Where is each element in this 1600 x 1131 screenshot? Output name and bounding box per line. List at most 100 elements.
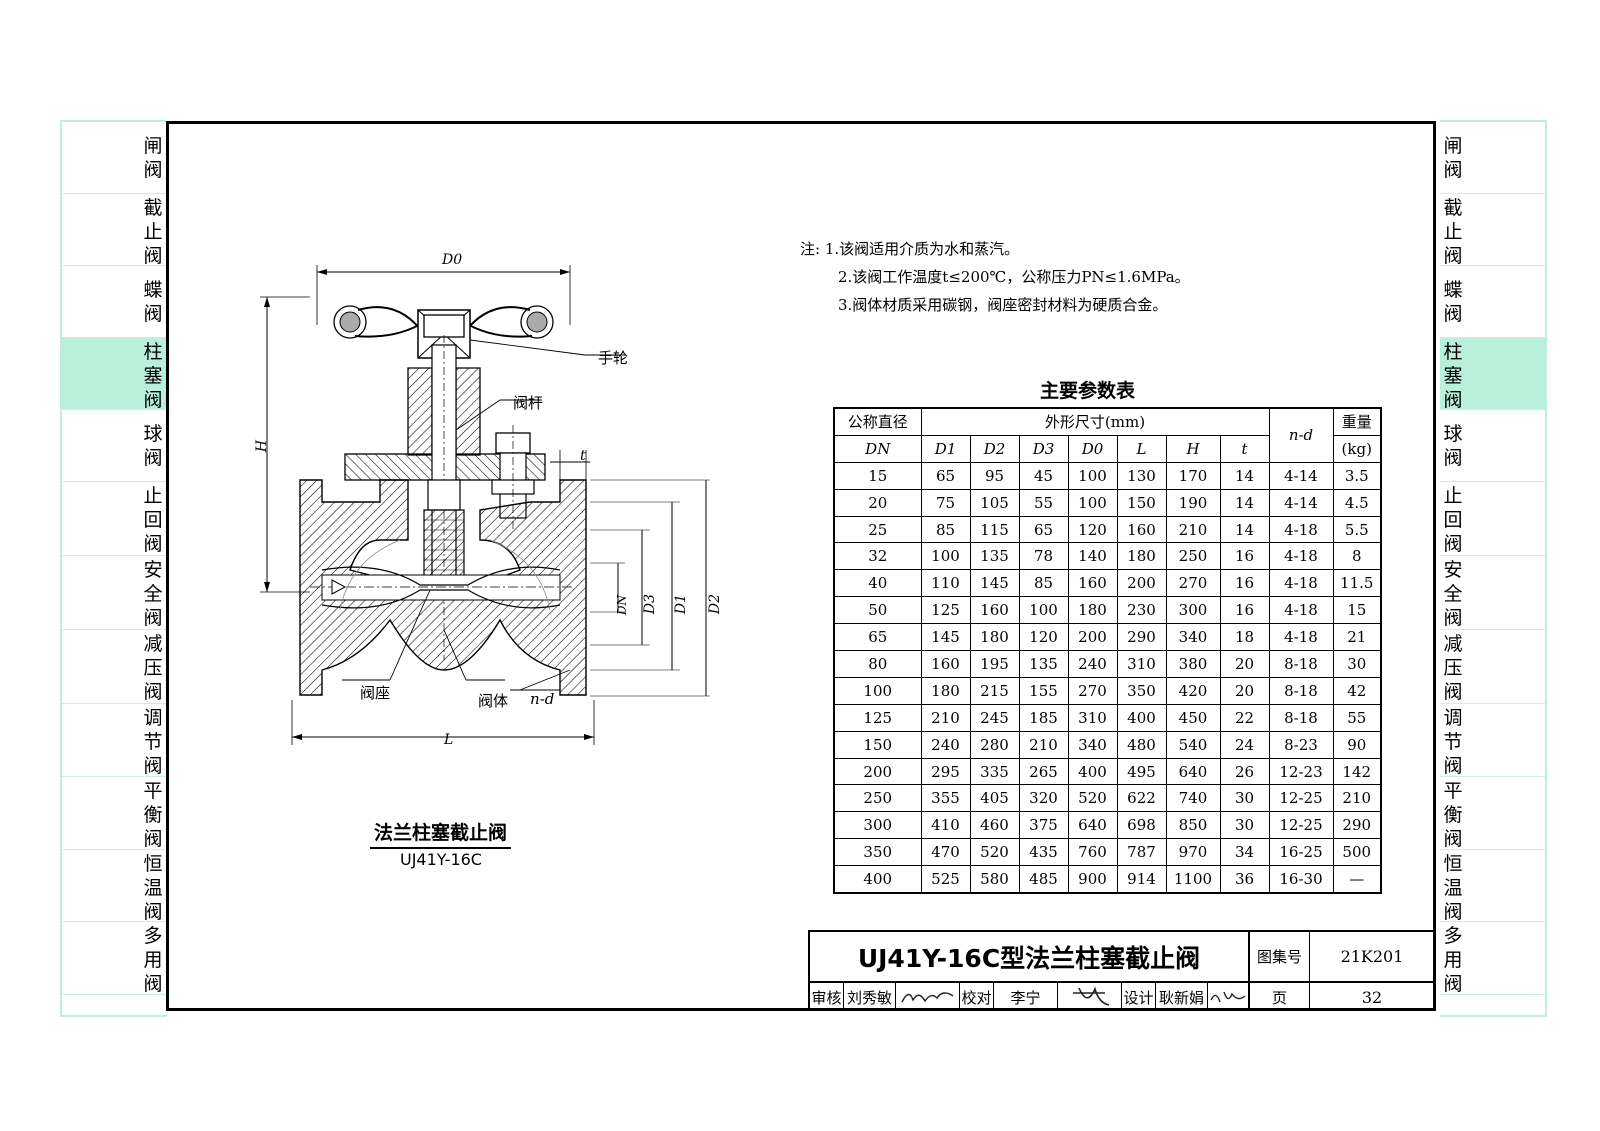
table-cell: 245: [969, 703, 1020, 732]
table-cell: 40: [833, 569, 922, 598]
table-cell: 130: [1116, 461, 1167, 490]
side-tab[interactable]: 减 压 阀: [62, 630, 167, 704]
table-cell: 14: [1219, 488, 1270, 517]
table-cell: 280: [969, 730, 1020, 759]
table-cell: 16: [1219, 542, 1270, 571]
table-cell: 11.5: [1332, 569, 1382, 598]
table-cell: 50: [833, 596, 922, 625]
table-cell: 12-23: [1268, 757, 1334, 786]
side-tab-label: 减 压 阀: [1443, 633, 1463, 703]
side-tab-label: 调 节 阀: [1443, 707, 1463, 777]
side-tab[interactable]: 多 用 阀: [62, 922, 167, 995]
t-label: t: [580, 448, 586, 464]
table-cell: 4-18: [1268, 569, 1334, 598]
review-label: 审核: [810, 983, 844, 1011]
table-cell: 1100: [1165, 865, 1221, 894]
side-tab[interactable]: 蝶 阀: [62, 266, 167, 338]
table-cell: 78: [1018, 542, 1069, 571]
diameter-dimensions: [590, 479, 710, 697]
reviewer-signature: [896, 983, 960, 1011]
table-cell: 400: [1067, 757, 1118, 786]
table-cell: 580: [969, 865, 1020, 894]
handwheel-label: 手轮: [598, 349, 629, 367]
side-tab[interactable]: 恒 温 阀: [1440, 850, 1545, 923]
table-cell: 240: [1067, 650, 1118, 678]
table-cell: 4.5: [1332, 488, 1382, 517]
table-cell: 36: [1219, 865, 1270, 894]
side-tab[interactable]: 截 止 阀: [62, 194, 167, 267]
th-dn: DN: [833, 434, 922, 463]
side-tab[interactable]: 安 全 阀: [1440, 556, 1545, 630]
side-tab[interactable]: 蝶 阀: [1440, 266, 1545, 338]
side-tab[interactable]: 多 用 阀: [1440, 922, 1545, 995]
table-cell: 485: [1018, 865, 1069, 894]
h-dimension: [260, 296, 310, 593]
side-tab[interactable]: 闸 阀: [1440, 122, 1545, 194]
table-cell: 110: [920, 569, 971, 598]
table-cell: 640: [1067, 811, 1118, 840]
left-tab-strip: 闸 阀截 止 阀蝶 阀柱 塞 阀球 阀止 回 阀安 全 阀减 压 阀调 节 阀平…: [60, 120, 167, 1017]
table-cell: 480: [1116, 730, 1167, 759]
table-cell: 30: [1332, 650, 1382, 678]
th-weight: 重量: [1332, 407, 1382, 436]
checker-name: 李宁: [994, 983, 1058, 1011]
side-tab-label: 闸 阀: [1443, 135, 1463, 181]
table-cell: 210: [920, 703, 971, 732]
atlas-label: 图集号: [1250, 932, 1310, 983]
table-cell: 160: [1067, 569, 1118, 598]
table-cell: 180: [1116, 542, 1167, 571]
table-cell: 160: [969, 596, 1020, 625]
side-tab[interactable]: 柱 塞 阀: [62, 338, 167, 411]
side-tab[interactable]: 调 节 阀: [1440, 704, 1545, 777]
h-label: H: [254, 439, 271, 453]
side-tab[interactable]: 调 节 阀: [62, 704, 167, 777]
table-cell: 120: [1067, 515, 1118, 544]
table-cell: 4-18: [1268, 542, 1334, 571]
table-cell: 195: [969, 650, 1020, 678]
table-cell: 400: [1116, 703, 1167, 732]
side-tab[interactable]: 安 全 阀: [62, 556, 167, 630]
stem-label: 阀杆: [513, 394, 544, 412]
table-cell: 460: [969, 811, 1020, 840]
th-weight-unit: (kg): [1332, 434, 1382, 463]
side-tab[interactable]: 截 止 阀: [1440, 194, 1545, 267]
table-cell: 150: [833, 730, 922, 759]
side-tab[interactable]: 恒 温 阀: [62, 850, 167, 923]
table-cell: 215: [969, 676, 1020, 705]
table-cell: 155: [1018, 676, 1069, 705]
page-label: 页: [1250, 983, 1310, 1011]
table-cell: 16: [1219, 569, 1270, 598]
table-cell: 520: [969, 838, 1020, 867]
table-cell: 8-18: [1268, 703, 1334, 732]
side-tab[interactable]: 闸 阀: [62, 122, 167, 194]
table-cell: 375: [1018, 811, 1069, 840]
side-tab[interactable]: 平 衡 阀: [1440, 777, 1545, 850]
side-tab[interactable]: 球 阀: [62, 410, 167, 482]
side-tab[interactable]: 止 回 阀: [1440, 482, 1545, 556]
note-2-text: 2.该阀工作温度t≤200℃，公称压力PN≤1.6MPa。: [838, 268, 1190, 286]
table-cell: 65: [1018, 515, 1069, 544]
table-cell: 32: [833, 542, 922, 571]
table-cell: 180: [920, 676, 971, 705]
table-cell: 420: [1165, 676, 1221, 705]
side-tab[interactable]: 柱 塞 阀: [1440, 338, 1545, 411]
title-block-title: UJ41Y-16C型法兰柱塞截止阀: [810, 932, 1250, 983]
side-tab-label: 平 衡 阀: [143, 780, 163, 850]
table-cell: 300: [833, 811, 922, 840]
d0-dimension: [316, 265, 571, 325]
table-cell: 300: [1165, 596, 1221, 625]
param-table-title: 主要参数表: [1040, 380, 1136, 402]
table-cell: 135: [1018, 650, 1069, 678]
table-cell: 470: [920, 838, 971, 867]
side-tab[interactable]: 减 压 阀: [1440, 630, 1545, 704]
table-cell: 20: [833, 488, 922, 517]
side-tab-label: 调 节 阀: [143, 707, 163, 777]
table-cell: 100: [1067, 488, 1118, 517]
side-tab[interactable]: 平 衡 阀: [62, 777, 167, 850]
table-cell: 24: [1219, 730, 1270, 759]
side-tab[interactable]: 止 回 阀: [62, 482, 167, 556]
table-cell: 8-23: [1268, 730, 1334, 759]
side-tab[interactable]: 球 阀: [1440, 410, 1545, 482]
